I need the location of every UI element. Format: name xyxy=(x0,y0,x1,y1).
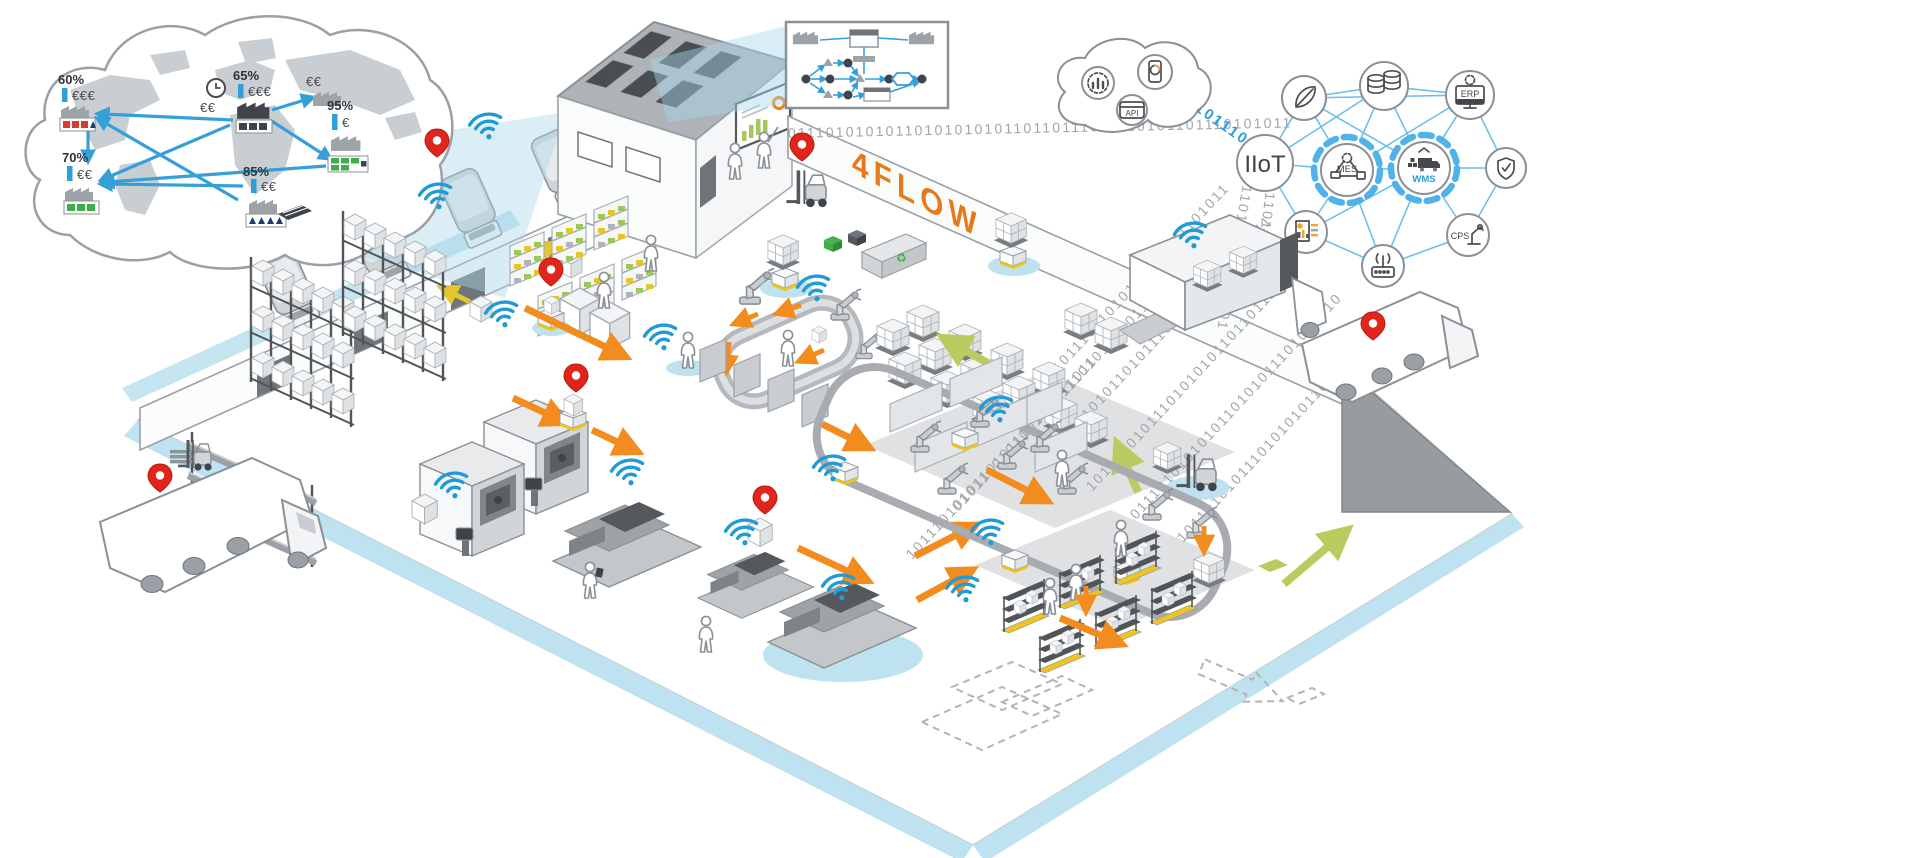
loading-truck-right xyxy=(1119,214,1327,345)
office-person xyxy=(727,142,743,180)
network-graph xyxy=(801,58,927,102)
plant-85-euros: €€ xyxy=(261,179,277,194)
cnc-machines xyxy=(411,399,702,599)
plant-ne-euros: €€ xyxy=(306,74,322,89)
kpi-donut-icon xyxy=(771,95,787,111)
machine-operator xyxy=(698,615,714,653)
plant-node-ne: €€ xyxy=(306,74,341,106)
wms-label: WMS xyxy=(1412,174,1435,185)
machine-hmi-post xyxy=(455,477,543,556)
iiot-hub-label: IIoT xyxy=(1244,151,1286,178)
outbound-truck-right xyxy=(1300,290,1480,404)
door xyxy=(700,155,716,208)
control-dashboard-screen xyxy=(734,80,792,152)
replenish-arrow xyxy=(935,333,995,370)
staging-marker xyxy=(1258,559,1288,572)
agv-station-bottom xyxy=(747,420,1055,604)
corner-wall xyxy=(1341,364,1512,513)
office-person-pointing xyxy=(756,131,772,169)
plant-70-percent: 70% xyxy=(62,150,88,165)
recycling-station: ♻ xyxy=(824,230,928,279)
clock-euros: €€ xyxy=(200,100,216,115)
kanban-worker xyxy=(1113,519,1129,557)
container-ship-icon xyxy=(278,204,312,220)
plant-node-95: 95% € xyxy=(327,98,369,173)
cloud-services: API xyxy=(1056,38,1212,133)
planned-machine-dashed xyxy=(919,660,1095,752)
kanban-rack-area xyxy=(1002,488,1354,673)
picker-person xyxy=(643,234,659,272)
highlighted-machine xyxy=(697,551,923,682)
network-flow-arrows xyxy=(80,93,334,202)
plant-60-percent: 60% xyxy=(58,72,84,87)
database-icon xyxy=(1367,69,1401,95)
agv-with-pallet-2 xyxy=(988,212,1040,276)
cps-icon: CPS xyxy=(1451,223,1484,245)
plant-65-euros: €€€ xyxy=(248,84,271,99)
plant-node-85: 85% €€ xyxy=(243,164,287,228)
connected-worker xyxy=(680,331,696,369)
highbay-rack-2 xyxy=(341,211,447,381)
agv-crossing xyxy=(511,304,645,456)
wms-truck-icon xyxy=(1408,147,1440,172)
wireless-router-icon xyxy=(1371,253,1395,278)
gear-analytics-icon xyxy=(1087,72,1109,94)
machine-cells-row xyxy=(699,338,829,428)
leadtime-clock-icon xyxy=(206,78,226,98)
window xyxy=(577,130,613,169)
security-shield-icon xyxy=(1497,157,1515,180)
plant-70-euros: €€ xyxy=(77,167,93,182)
loop-operator xyxy=(780,329,796,367)
api-icon: API xyxy=(1119,101,1145,119)
sustainability-leaf-icon xyxy=(1295,86,1316,108)
profile-forklift xyxy=(170,438,214,473)
solar-panels xyxy=(584,30,743,109)
plant-85-percent: 85% xyxy=(243,164,269,179)
plant-95-percent: 95% xyxy=(327,98,353,113)
picker-person xyxy=(596,271,612,309)
iiot-network: IIoT ERP CPS xyxy=(1236,61,1527,288)
dock-flow-arrow-1 xyxy=(436,285,472,306)
supply-network-cloud: 60% €€€ €€ 65% €€€ €€ 95% € 70% €€ xyxy=(24,15,454,270)
cps-label: CPS xyxy=(1451,231,1470,241)
outbound-green-arrow xyxy=(1281,524,1354,588)
expansion-dashed-arrow xyxy=(1197,658,1327,706)
recycle-icon: ♻ xyxy=(896,251,907,265)
plant-node-70: 70% €€ xyxy=(62,150,100,215)
plant-65-percent: 65% xyxy=(233,68,259,83)
conveyor-loop xyxy=(712,267,884,410)
mes-node: MES xyxy=(1310,133,1384,207)
kanban-worker xyxy=(1042,577,1058,615)
mes-label: MES xyxy=(1337,164,1358,175)
kanban-worker xyxy=(1068,563,1084,601)
panel-projection-beam xyxy=(650,26,786,122)
floor-edge-water-right xyxy=(973,514,1524,858)
api-label: API xyxy=(1126,109,1139,118)
supply-chain-flowchart-panel xyxy=(784,20,950,110)
plant-node-65: 65% €€€ xyxy=(233,68,273,134)
cell-operator xyxy=(1054,449,1070,487)
floor-edge-water-left xyxy=(124,420,973,858)
mobile-app-icon xyxy=(1148,60,1162,83)
erp-label: ERP xyxy=(1461,89,1480,99)
plant-node-60: 60% €€€ xyxy=(58,72,96,132)
outbound-truck-left xyxy=(98,456,328,594)
plant-60-euros: €€€ xyxy=(72,88,95,103)
report-chart-icon xyxy=(1295,220,1318,242)
plant-95-euros: € xyxy=(342,115,350,130)
wms-node: WMS xyxy=(1387,131,1461,205)
technician-with-tablet xyxy=(582,561,598,599)
window xyxy=(625,145,661,184)
erp-icon: ERP xyxy=(1455,74,1485,109)
office-building xyxy=(555,20,795,260)
